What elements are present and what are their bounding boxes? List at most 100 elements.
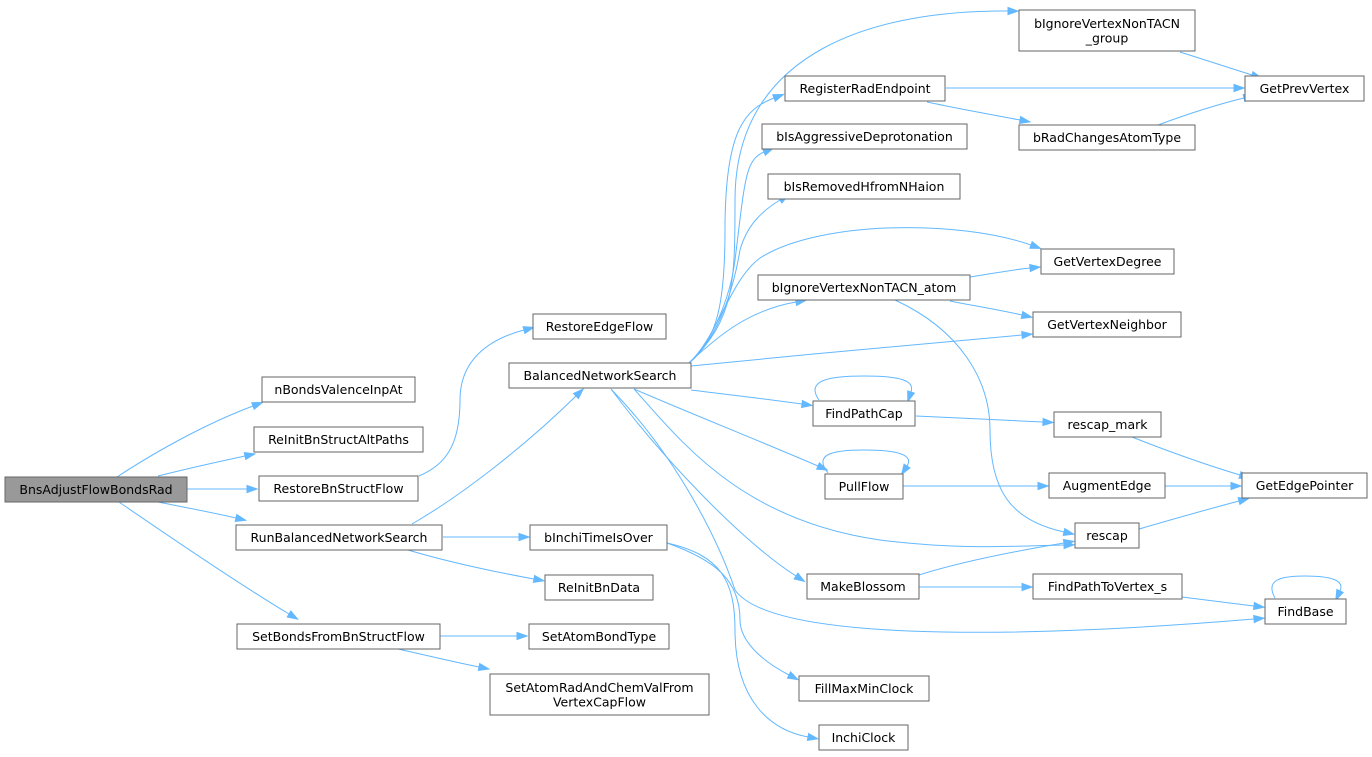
node-label: bIsRemovedHfromNHaion: [784, 179, 945, 194]
edge-line: [926, 101, 1021, 121]
node-root[interactable]: BnsAdjustFlowBondsRad: [4, 476, 188, 503]
edge-line: [397, 648, 480, 668]
edge-runBal-to-reinitBn: [407, 549, 546, 584]
node-box: [1264, 598, 1347, 625]
node-box: [784, 75, 946, 102]
edge-augment-to-edgePointer: [1165, 481, 1243, 491]
node-aggr[interactable]: bIsAggressiveDeprotonation: [761, 123, 968, 150]
edge-line: [118, 501, 290, 615]
node-pullFlow[interactable]: PullFlow: [824, 473, 904, 500]
node-label: FindPathToVertex_s: [1048, 579, 1167, 594]
node-timeOver[interactable]: bInchiTimeIsOver: [529, 524, 668, 551]
node-box: [258, 475, 419, 502]
node-radChanges[interactable]: bRadChangesAtomType: [1018, 124, 1196, 151]
arrow-head-icon: [900, 463, 911, 476]
arrow-head-icon: [1018, 115, 1032, 125]
edge-root-to-setBonds: [118, 501, 299, 620]
edge-root-to-nBonds: [116, 401, 264, 478]
node-restoreBn[interactable]: RestoreBnStructFlow: [258, 475, 419, 502]
edge-line: [407, 549, 535, 580]
arrow-head-icon: [806, 732, 820, 742]
edge-line: [1181, 596, 1255, 607]
node-reinitBn[interactable]: ReInitBnData: [544, 574, 654, 601]
node-rescapMark[interactable]: rescap_mark: [1053, 411, 1162, 438]
node-findPathVertex[interactable]: FindPathToVertex_s: [1032, 573, 1183, 600]
node-box: [489, 673, 710, 716]
arrow-head-icon: [1007, 6, 1020, 16]
node-setBonds[interactable]: SetBondsFromBnStructFlow: [236, 623, 441, 650]
node-ignAtom[interactable]: bIgnoreVertexNonTACN_atom: [757, 274, 971, 301]
node-box: [1241, 472, 1368, 499]
edge-line: [666, 542, 809, 738]
edge-line: [666, 542, 790, 676]
edge-timeOver-to-inchiClock: [666, 542, 820, 742]
arrow-head-icon: [1253, 614, 1266, 624]
edge-bns-to-degree: [688, 227, 1042, 364]
edge-bns-to-makeBlossom: [610, 388, 806, 583]
edge-ignGroup-to-prevVertex: [1179, 51, 1263, 79]
node-setAtomBond[interactable]: SetAtomBondType: [528, 623, 670, 650]
arrow-head-icon: [800, 399, 814, 409]
edge-setBonds-to-setAtomBond: [440, 631, 529, 641]
arrow-head-icon: [772, 93, 785, 103]
edge-line: [633, 388, 1065, 548]
edge-ignAtom-to-rescap: [894, 299, 1076, 536]
node-fillMax[interactable]: FillMaxMinClock: [798, 675, 930, 702]
edge-line: [1179, 51, 1253, 76]
node-box: [798, 675, 930, 702]
edge-line: [688, 199, 781, 364]
node-box: [235, 524, 443, 551]
node-degree[interactable]: GetVertexDegree: [1040, 248, 1175, 275]
node-label: PullFlow: [839, 479, 890, 494]
node-findPathCap[interactable]: FindPathCap: [812, 400, 916, 427]
edge-bns-to-ignAtom: [688, 297, 808, 364]
node-label: GetPrevVertex: [1260, 81, 1350, 96]
node-box: [236, 623, 441, 650]
node-runBal[interactable]: RunBalancedNetworkSearch: [235, 524, 443, 551]
edge-line: [1138, 500, 1240, 530]
node-augment[interactable]: AugmentEdge: [1048, 472, 1166, 499]
node-bns[interactable]: BalancedNetworkSearch: [508, 362, 692, 389]
edge-rescap-to-edgePointer: [1138, 497, 1251, 530]
edge-line: [157, 501, 237, 519]
node-rescap[interactable]: rescap: [1074, 522, 1140, 549]
node-box: [767, 173, 961, 200]
edge-line: [688, 227, 1032, 364]
arrow-head-icon: [1062, 527, 1076, 536]
arrow-head-icon: [251, 401, 264, 411]
arrow-head-icon: [234, 513, 248, 522]
edge-makeBlossom-to-findPathVertex: [919, 582, 1034, 592]
arrow-head-icon: [477, 662, 491, 672]
node-inchiClock[interactable]: InchiClock: [818, 724, 909, 751]
node-neighbor[interactable]: GetVertexNeighbor: [1032, 311, 1182, 338]
arrow-head-icon: [907, 390, 916, 403]
node-edgePointer[interactable]: GetEdgePointer: [1241, 472, 1368, 499]
edge-bns-to-neighbor: [690, 330, 1034, 367]
node-box: [818, 724, 909, 751]
node-prevVertex[interactable]: GetPrevVertex: [1244, 75, 1365, 102]
edge-bns-to-findPathCap: [690, 389, 814, 409]
arrow-head-icon: [572, 387, 585, 400]
edge-runBal-to-bns: [411, 387, 585, 525]
node-findBase[interactable]: FindBase: [1264, 598, 1347, 625]
node-box: [544, 574, 654, 601]
node-box: [1244, 75, 1365, 102]
node-ignGroup[interactable]: bIgnoreVertexNonTACN_group: [1018, 9, 1196, 52]
node-label: AugmentEdge: [1063, 478, 1152, 493]
arrow-head-icon: [1021, 330, 1034, 340]
edge-line: [918, 542, 1065, 576]
node-restoreEdge[interactable]: RestoreEdgeFlow: [532, 313, 667, 340]
node-makeBlossom[interactable]: MakeBlossom: [806, 573, 920, 600]
node-nBonds[interactable]: nBondsValenceInpAt: [261, 376, 416, 403]
node-box: [1053, 411, 1162, 438]
node-label: _group: [1085, 30, 1129, 45]
node-removedH[interactable]: bIsRemovedHfromNHaion: [767, 173, 961, 200]
node-regRad[interactable]: RegisterRadEndpoint: [784, 75, 946, 102]
node-box: [1018, 124, 1196, 151]
node-reinitAlt[interactable]: ReInitBnStructAltPaths: [253, 426, 424, 453]
edge-line: [822, 449, 910, 474]
edge-line: [688, 97, 775, 364]
arrow-head-icon: [793, 572, 806, 583]
